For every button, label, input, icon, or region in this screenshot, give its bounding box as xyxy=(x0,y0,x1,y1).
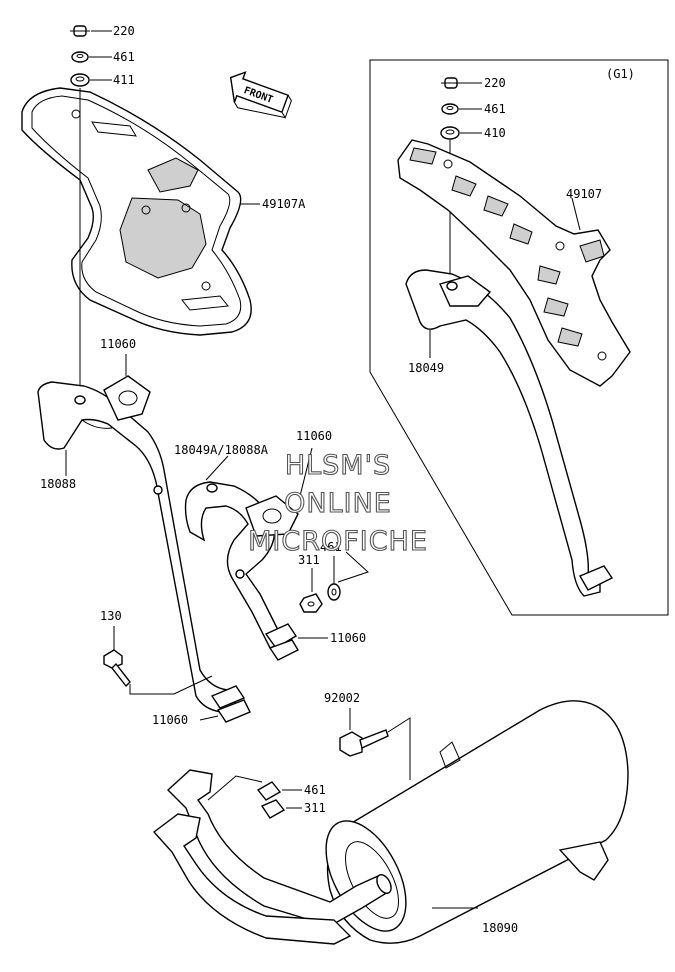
label-130: 130 xyxy=(100,609,122,623)
washer-461-low xyxy=(256,781,282,801)
exhaust-pipe-18088 xyxy=(37,381,237,713)
label-g1-18049: 18049 xyxy=(408,361,444,375)
muffler-inlet-pipes xyxy=(152,769,392,945)
front-direction-arrow: FRONT xyxy=(229,71,292,119)
watermark: HLSM'S ONLINE MICROFICHE xyxy=(248,449,428,557)
g1-exhaust-pipe-18049 xyxy=(405,269,614,597)
bolt-220-top xyxy=(70,25,90,37)
label-18049a: 18049A/18088A xyxy=(174,443,269,457)
bolt-130 xyxy=(103,649,131,688)
heat-guard-49107a xyxy=(21,87,252,336)
label-g1-tag: (G1) xyxy=(606,67,635,81)
label-g1-49107: 49107 xyxy=(566,187,602,201)
watermark-line-3: MICROFICHE xyxy=(248,526,428,557)
gasket-11060-right xyxy=(264,623,299,661)
label-49107a: 49107A xyxy=(262,197,306,211)
label-18090: 18090 xyxy=(482,921,518,935)
label-461-top: 461 xyxy=(113,50,135,64)
gasket-11060-left xyxy=(210,685,251,723)
label-92002: 92002 xyxy=(324,691,360,705)
watermark-line-1: HLSM'S xyxy=(285,450,391,481)
g1-washer-461 xyxy=(441,103,459,115)
label-11060-b: 11060 xyxy=(296,429,332,443)
bolt-92002 xyxy=(339,729,389,757)
label-311-mid: 311 xyxy=(298,553,320,567)
washer-461-mid xyxy=(327,583,341,601)
label-311-low: 311 xyxy=(304,801,326,815)
gasket-11060-mid xyxy=(245,495,299,537)
label-g1-220: 220 xyxy=(484,76,506,90)
label-411: 411 xyxy=(113,73,135,87)
label-11060-c: 11060 xyxy=(330,631,366,645)
g1-inset-frame xyxy=(369,59,669,616)
washer-411 xyxy=(70,73,90,87)
nut-311-low xyxy=(260,799,286,819)
label-11060-d: 11060 xyxy=(152,713,188,727)
nut-311-mid xyxy=(299,593,323,613)
muffler-18090 xyxy=(325,700,629,944)
label-11060-a: 11060 xyxy=(100,337,136,351)
g1-bolt-220 xyxy=(441,77,461,89)
label-18088: 18088 xyxy=(40,477,76,491)
washer-461-top xyxy=(71,51,89,63)
label-g1-410: 410 xyxy=(484,126,506,140)
g1-heat-guard-49107 xyxy=(397,139,631,387)
label-461-low: 461 xyxy=(304,783,326,797)
gasket-11060-top xyxy=(103,375,151,421)
watermark-line-2: ONLINE xyxy=(284,488,392,519)
label-461-mid: 461 xyxy=(320,540,342,554)
label-220-top: 220 xyxy=(113,24,135,38)
g1-washer-410 xyxy=(440,126,460,140)
label-g1-461: 461 xyxy=(484,102,506,116)
